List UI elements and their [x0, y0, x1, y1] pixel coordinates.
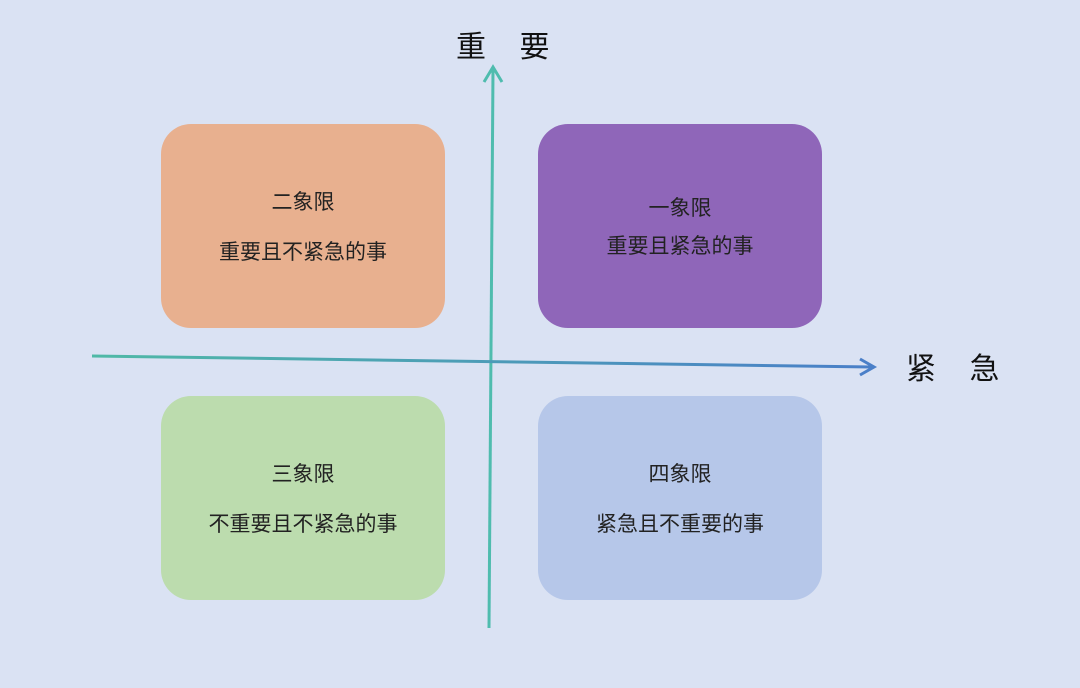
quadrant-title: 三象限 — [271, 462, 335, 486]
quadrant-title: 二象限 — [271, 190, 335, 214]
importance-axis-label: 重 要 — [456, 30, 562, 65]
horizontal-axis — [91, 354, 878, 377]
quadrant-desc: 不重要且不紧急的事 — [208, 512, 398, 536]
quadrant-3: 三象限 不重要且不紧急的事 — [161, 396, 445, 600]
quadrant-title: 一象限 — [648, 196, 712, 220]
quadrant-4: 四象限 紧急且不重要的事 — [538, 396, 822, 600]
quadrant-desc: 重要且紧急的事 — [606, 234, 754, 258]
quadrant-desc: 重要且不紧急的事 — [219, 240, 387, 264]
vertical-axis — [482, 64, 504, 629]
quadrant-title: 四象限 — [648, 462, 712, 486]
urgency-axis-label: 紧 急 — [906, 352, 1012, 387]
quadrant-2: 二象限 重要且不紧急的事 — [161, 124, 445, 328]
quadrant-desc: 紧急且不重要的事 — [596, 512, 764, 536]
quadrant-1: 一象限 重要且紧急的事 — [538, 124, 822, 328]
